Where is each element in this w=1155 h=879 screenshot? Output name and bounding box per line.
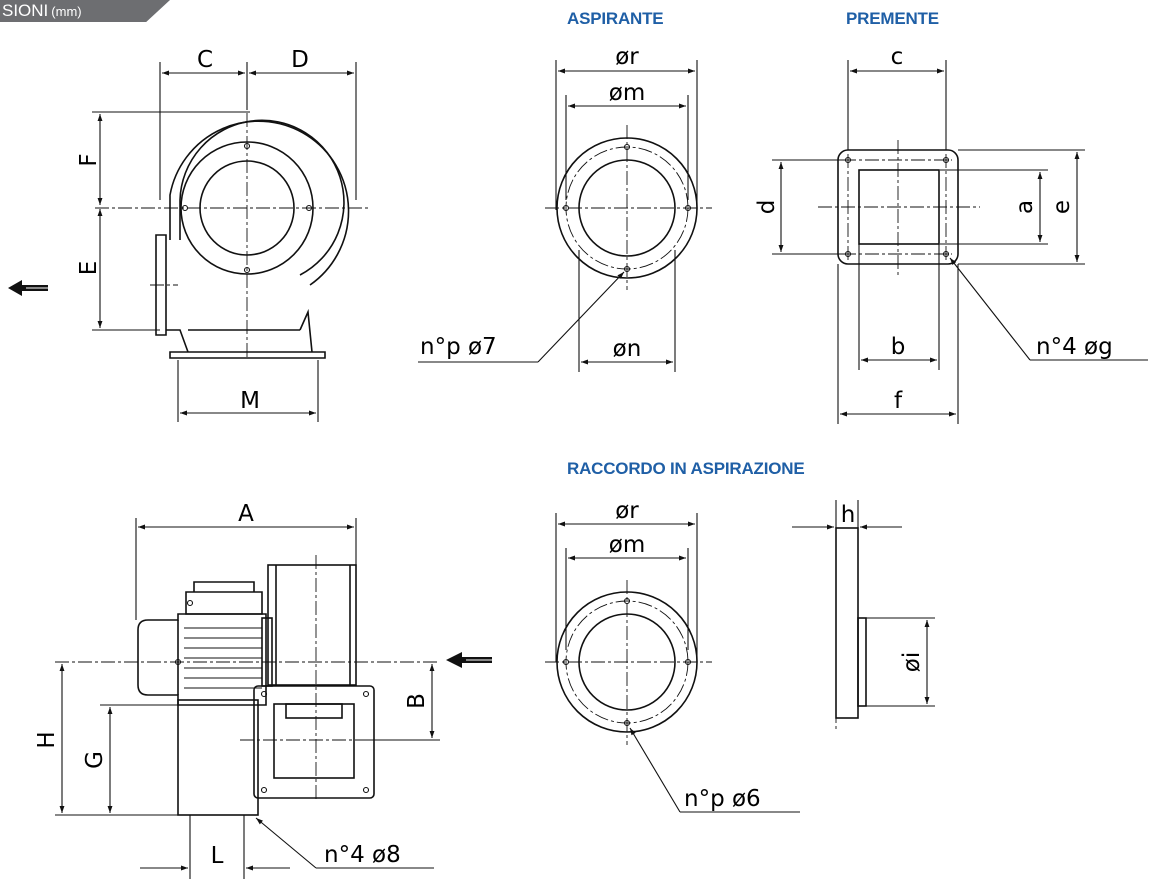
support-legs <box>166 308 313 353</box>
section-tab: SIONI(mm) <box>0 0 170 22</box>
front-view: A <box>34 501 492 879</box>
premente-view: c d a e <box>754 44 1148 424</box>
units-label: (mm) <box>51 4 82 19</box>
dim-label-l: L <box>211 843 224 869</box>
outlet-label-plate <box>285 703 343 719</box>
raccordo-heading: RACCORDO IN ASPIRAZIONE <box>567 459 805 478</box>
raccordo-view: ør øm n°p ø6 h <box>545 498 935 813</box>
holes-label: n°4 ø8 <box>324 842 401 868</box>
motor-body <box>137 613 267 706</box>
dim-label-h: H <box>34 731 60 748</box>
raccordo-side-collar <box>857 617 867 707</box>
holes-leader <box>537 271 625 363</box>
dim-label-m: M <box>240 388 260 414</box>
dim-label-m: øm <box>609 532 645 558</box>
arrow-left-icon <box>8 280 48 296</box>
dim-label-g: G <box>82 751 108 769</box>
holes-label: n°p ø7 <box>420 334 497 360</box>
dim-label-h: h <box>841 502 856 528</box>
motor-flange <box>261 617 273 687</box>
dim-label-b: b <box>891 334 906 360</box>
terminal-box <box>185 581 263 615</box>
dim-label-e: e <box>1049 200 1075 214</box>
holes-leader <box>255 817 317 869</box>
dim-label-r: ør <box>615 44 639 70</box>
motor-fins <box>184 627 262 689</box>
premente-heading: PREMENTE <box>846 9 939 28</box>
dim-label-a: A <box>238 501 254 527</box>
outlet-flange <box>155 234 167 336</box>
dim-label-d: d <box>754 200 780 215</box>
volute-inner <box>179 119 345 276</box>
dim-label-a: a <box>1012 200 1038 214</box>
raccordo-side-flange <box>835 527 859 719</box>
holes-leader <box>949 257 1031 361</box>
section-label: SIONI <box>2 1 49 20</box>
outlet-flange-front <box>253 685 375 799</box>
side-view: C D F E M <box>8 47 370 422</box>
volute-outer <box>169 120 350 286</box>
holes-label: n°4 øg <box>1036 334 1113 360</box>
dim-label-b: B <box>404 693 430 709</box>
fan-housing <box>267 564 357 686</box>
aspirante-view: ør øm øn n°p ø7 <box>418 44 712 372</box>
dim-label-r: ør <box>615 498 639 524</box>
holes-label: n°p ø6 <box>684 786 761 812</box>
arrow-left-icon <box>446 652 492 668</box>
dim-label-m: øm <box>609 80 645 106</box>
dim-label-e: E <box>76 261 102 276</box>
motor-support <box>177 699 259 816</box>
base-plate <box>169 351 326 359</box>
dim-label-i: øi <box>899 652 925 672</box>
aspirante-heading: ASPIRANTE <box>567 9 664 28</box>
dim-label-c: C <box>197 47 213 73</box>
holes-leader <box>629 727 681 813</box>
dim-label-f: f <box>894 388 903 414</box>
dim-label-f: F <box>76 153 102 166</box>
dim-label-n: øn <box>613 336 642 362</box>
dim-label-d: D <box>291 47 309 73</box>
dim-label-c: c <box>891 44 904 70</box>
section-tab-background <box>0 0 170 22</box>
